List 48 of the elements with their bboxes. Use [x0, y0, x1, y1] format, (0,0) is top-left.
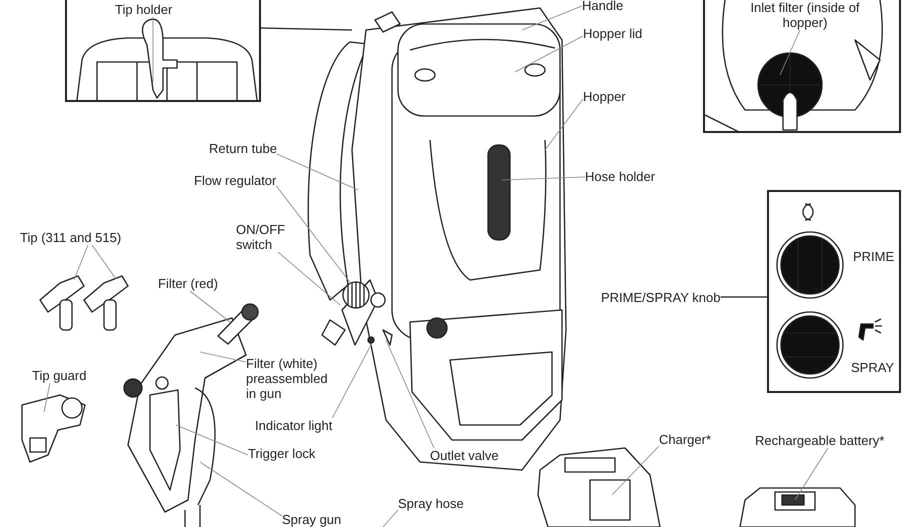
- part-label: Spray gun: [282, 512, 342, 527]
- part-label: PRIME/SPRAY knob: [601, 290, 720, 305]
- part-label: ON/OFF switch: [236, 222, 296, 252]
- part-label: Tip holder: [115, 2, 195, 17]
- part-label: Trigger lock: [248, 446, 316, 461]
- knob-position-label: PRIME: [853, 249, 894, 264]
- part-label: Outlet valve: [430, 448, 499, 463]
- leader-line: [74, 244, 88, 280]
- part-label: Tip guard: [32, 368, 86, 383]
- connector-line: [720, 296, 767, 298]
- leader-line: [152, 16, 154, 82]
- knob-position-label: SPRAY: [851, 360, 894, 375]
- leader-line: [200, 352, 246, 362]
- part-label: Charger*: [659, 432, 712, 447]
- leader-line: [502, 176, 586, 180]
- part-label: Flow regulator: [194, 173, 276, 188]
- leader-line: [200, 462, 282, 516]
- leader-line: [278, 252, 340, 306]
- leader-line: [514, 36, 584, 72]
- part-label: Hopper lid: [583, 26, 642, 41]
- leader-line: [780, 30, 800, 76]
- part-label: Tip (311 and 515): [20, 230, 122, 245]
- leader-line: [260, 27, 352, 31]
- part-label: Filter (red): [158, 276, 218, 291]
- inset-frame: [65, 0, 261, 102]
- leader-line: [276, 186, 352, 286]
- knob-inset: [767, 190, 901, 393]
- part-label: Spray hose: [398, 496, 464, 511]
- leader-line: [544, 98, 584, 150]
- leader-line: [522, 6, 582, 30]
- leader-line: [612, 446, 660, 496]
- part-label: Inlet filter (inside of hopper): [745, 0, 865, 30]
- leader-line: [382, 510, 398, 527]
- part-label: Handle: [582, 0, 624, 13]
- leader-line: [176, 424, 248, 456]
- leader-line: [332, 342, 372, 418]
- leader-line: [190, 290, 230, 322]
- part-label: Hose holder: [585, 169, 656, 184]
- part-label: Filter (white) preassembled in gun: [246, 356, 341, 401]
- leader-line: [92, 244, 116, 280]
- part-label: Hopper: [583, 89, 626, 104]
- leader-line: [794, 448, 828, 500]
- part-label: Rechargeable battery*: [755, 433, 884, 448]
- part-label: Indicator light: [255, 418, 332, 433]
- leader-line: [276, 154, 358, 190]
- leader-line: [386, 340, 434, 448]
- part-label: Return tube: [209, 141, 277, 156]
- leader-line: [44, 382, 50, 412]
